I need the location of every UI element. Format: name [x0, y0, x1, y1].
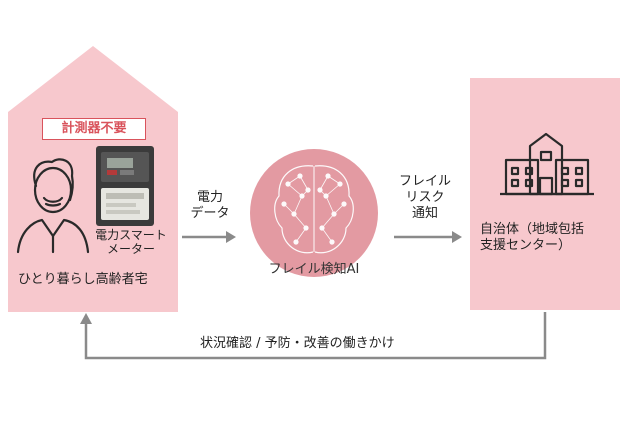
smart-meter-label: 電力スマート メーター: [86, 228, 176, 256]
feedback-label: 状況確認 / 予防・改善の働きかけ: [200, 336, 395, 351]
risk-notification-line3: 通知: [411, 206, 438, 221]
power-data-label: 電力 データ: [180, 190, 240, 222]
feedback-arrow: [84, 312, 547, 360]
feedback-arrowhead: [80, 313, 92, 324]
arrow-power-data: [182, 231, 236, 243]
arrow-risk-notification: [394, 231, 462, 243]
municipality-label: 自治体（地域包括 支援センター）: [480, 222, 584, 254]
risk-notification-line2: リスク: [405, 190, 445, 205]
elderly-person-icon: [16, 158, 90, 254]
residence-label: ひとり暮らし高齢者宅: [18, 272, 148, 287]
building-icon: [500, 132, 594, 196]
risk-notification-label: フレイル リスク 通知: [394, 174, 456, 222]
house-shape: [8, 46, 178, 312]
smart-meter-label-line2: メーター: [106, 242, 155, 256]
power-data-label-line1: 電力: [196, 190, 223, 205]
risk-notification-line1: フレイル: [398, 174, 451, 189]
municipality-label-line2: 支援センター）: [480, 238, 572, 253]
smart-meter-label-line1: 電力スマート: [95, 228, 167, 242]
smart-meter-image: [96, 146, 154, 226]
power-data-label-line2: データ: [190, 206, 230, 221]
municipality-label-line1: 自治体（地域包括: [480, 222, 585, 237]
ai-brain-icon: [274, 165, 354, 254]
ai-label: フレイル検知AI: [268, 262, 360, 277]
no-measuring-device-tag: 計測器不要: [42, 118, 146, 140]
